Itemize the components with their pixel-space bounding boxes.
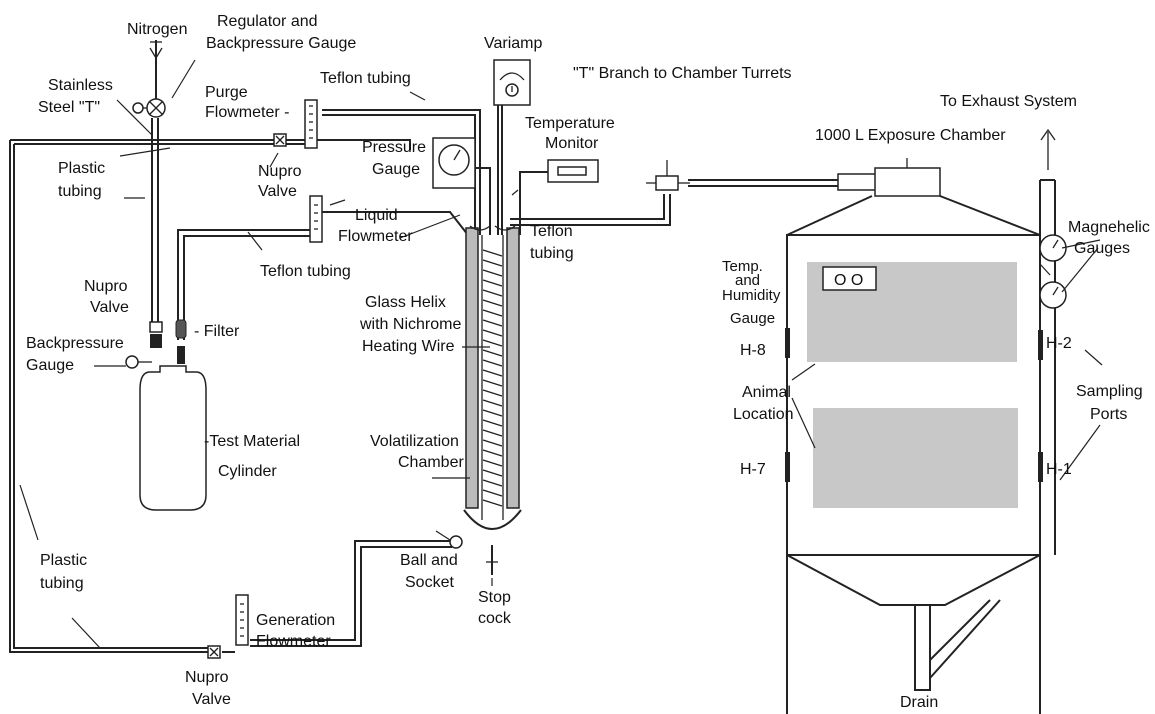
label-nupro-bot-1: Nupro (185, 669, 229, 686)
label-h7: H-7 (740, 461, 766, 478)
filter (175, 319, 187, 364)
label-liquid-1: Liquid (355, 207, 398, 224)
label-h2: H-2 (1046, 335, 1072, 352)
label-temp-hum-4: Gauge (730, 310, 775, 327)
label-glass-3: Heating Wire (362, 338, 455, 355)
label-teflon-mid: Teflon tubing (260, 263, 351, 280)
label-plastic-bot-1: Plastic (40, 552, 87, 569)
label-temp-hum-3: Humidity (722, 287, 781, 304)
label-teflon-right-2: tubing (530, 245, 574, 262)
label-test-2: Cylinder (218, 463, 277, 480)
ball-and-socket (449, 535, 463, 549)
label-temp-monitor-2: Monitor (545, 135, 599, 152)
nupro-valve-bottom (207, 645, 221, 659)
label-h8: H-8 (740, 342, 766, 359)
label-test-1: -Test Material (204, 433, 300, 450)
label-stainless-2: Steel "T" (38, 99, 100, 116)
label-nupro-top-2: Valve (258, 183, 297, 200)
exposure-chamber (785, 128, 1067, 714)
sampling-port-h1 (1038, 452, 1043, 482)
label-nitrogen: Nitrogen (127, 21, 187, 38)
label-glass-2: with Nichrome (359, 316, 461, 333)
label-nupro-top-1: Nupro (258, 163, 302, 180)
gauge-readout: O O (834, 272, 863, 289)
label-sampling-2: Ports (1090, 406, 1127, 423)
label-nupro-mid-1: Nupro (84, 278, 128, 295)
label-animal-1: Animal (742, 384, 791, 401)
label-purge-1: Purge (205, 84, 248, 101)
label-plastic-bot-2: tubing (40, 575, 84, 592)
label-pressure-2: Gauge (372, 161, 420, 178)
label-stop-2: cock (478, 610, 512, 627)
label-nupro-bot-2: Valve (192, 691, 231, 708)
volatilization-chamber (463, 225, 522, 575)
backpressure-gauge-icon (132, 102, 144, 114)
sampling-port-h2 (1038, 330, 1043, 360)
label-filter: - Filter (194, 323, 240, 340)
label-drain: Drain (900, 694, 938, 711)
label-stainless-1: Stainless (48, 77, 113, 94)
label-temp-monitor-1: Temperature (525, 115, 615, 132)
label-stop-1: Stop (478, 589, 511, 606)
pressure-gauge (432, 137, 476, 189)
leader-lines (19, 59, 1103, 649)
label-glass-1: Glass Helix (365, 294, 446, 311)
label-teflon-right-1: Teflon (530, 223, 573, 240)
label-regulator-1: Regulator and (217, 13, 318, 30)
label-ball-1: Ball and (400, 552, 458, 569)
variamp (493, 59, 531, 106)
label-gen-2: Flowmeter (256, 633, 331, 650)
label-pressure-1: Pressure (362, 139, 426, 156)
label-gen-1: Generation (256, 612, 335, 629)
label-volat-2: Chamber (398, 454, 464, 471)
temperature-monitor (547, 159, 599, 183)
label-purge-2: Flowmeter - (205, 104, 289, 121)
nupro-valve-mid (125, 321, 163, 369)
label-magnehelic-1: Magnehelic (1068, 219, 1150, 236)
nupro-valve-top (273, 133, 287, 147)
generation-flowmeter (235, 594, 249, 646)
backpressure-gauge-cylinder-icon (125, 355, 139, 369)
label-temp-hum-1: Temp. (722, 258, 763, 275)
label-volat-1: Volatilization (370, 433, 459, 450)
nitrogen-regulator (132, 41, 166, 118)
label-liquid-2: Flowmeter (338, 228, 413, 245)
label-ball-2: Socket (405, 574, 454, 591)
t-branch (646, 160, 690, 191)
label-animal-2: Location (733, 406, 794, 423)
label-chamber-title: 1000 L Exposure Chamber (815, 127, 1006, 144)
purge-flowmeter (304, 99, 318, 149)
label-regulator-2: Backpressure Gauge (206, 35, 356, 52)
label-sampling-1: Sampling (1076, 383, 1143, 400)
liquid-flowmeter (309, 195, 323, 243)
label-plastic-top-1: Plastic (58, 160, 105, 177)
label-backpressure-1: Backpressure (26, 335, 124, 352)
sampling-port-h8 (785, 328, 790, 358)
label-h1: H-1 (1046, 461, 1072, 478)
label-variamp: Variamp (484, 35, 542, 52)
label-teflon-top: Teflon tubing (320, 70, 411, 87)
label-nupro-mid-2: Valve (90, 299, 129, 316)
label-temp-hum-2: and (735, 272, 760, 289)
label-backpressure-2: Gauge (26, 357, 74, 374)
tubing-network (9, 40, 840, 653)
labels: Nitrogen Regulator and Backpressure Gaug… (26, 13, 1150, 711)
sampling-port-h7 (785, 452, 790, 482)
test-material-cylinder (139, 365, 207, 511)
label-t-branch: "T" Branch to Chamber Turrets (573, 65, 792, 82)
label-exhaust: To Exhaust System (940, 93, 1077, 110)
label-plastic-top-2: tubing (58, 183, 102, 200)
label-magnehelic-2: Gauges (1074, 240, 1130, 257)
temp-humidity-gauge-box (822, 266, 877, 291)
